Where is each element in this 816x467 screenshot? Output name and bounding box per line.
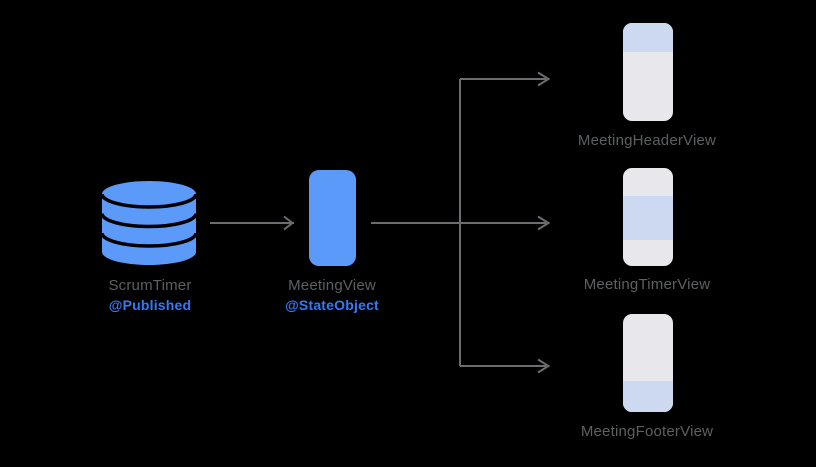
arrowhead-to-header — [537, 71, 551, 87]
database-icon — [101, 181, 197, 265]
arrowhead-to-footer — [537, 358, 551, 374]
source-node-label: ScrumTimer — [108, 277, 192, 294]
arrowhead-to-timer — [537, 215, 551, 231]
footer-highlight-band — [623, 381, 673, 412]
child-node-label-header: MeetingHeaderView — [577, 132, 717, 149]
child-node-label-timer: MeetingTimerView — [583, 276, 711, 293]
source-node-annotation: @Published — [108, 297, 192, 313]
meeting-timer-phone-icon — [623, 168, 673, 266]
arrowhead-source-to-parent — [283, 215, 295, 231]
header-highlight-band — [623, 23, 673, 52]
meeting-footer-phone-icon — [623, 314, 673, 412]
phone-screen-icon — [309, 170, 356, 266]
parent-node-annotation: @StateObject — [285, 297, 379, 313]
timer-highlight-band — [623, 196, 673, 240]
meeting-header-phone-icon — [623, 23, 673, 121]
child-node-label-footer: MeetingFooterView — [580, 423, 714, 440]
parent-node-label: MeetingView — [288, 277, 376, 294]
